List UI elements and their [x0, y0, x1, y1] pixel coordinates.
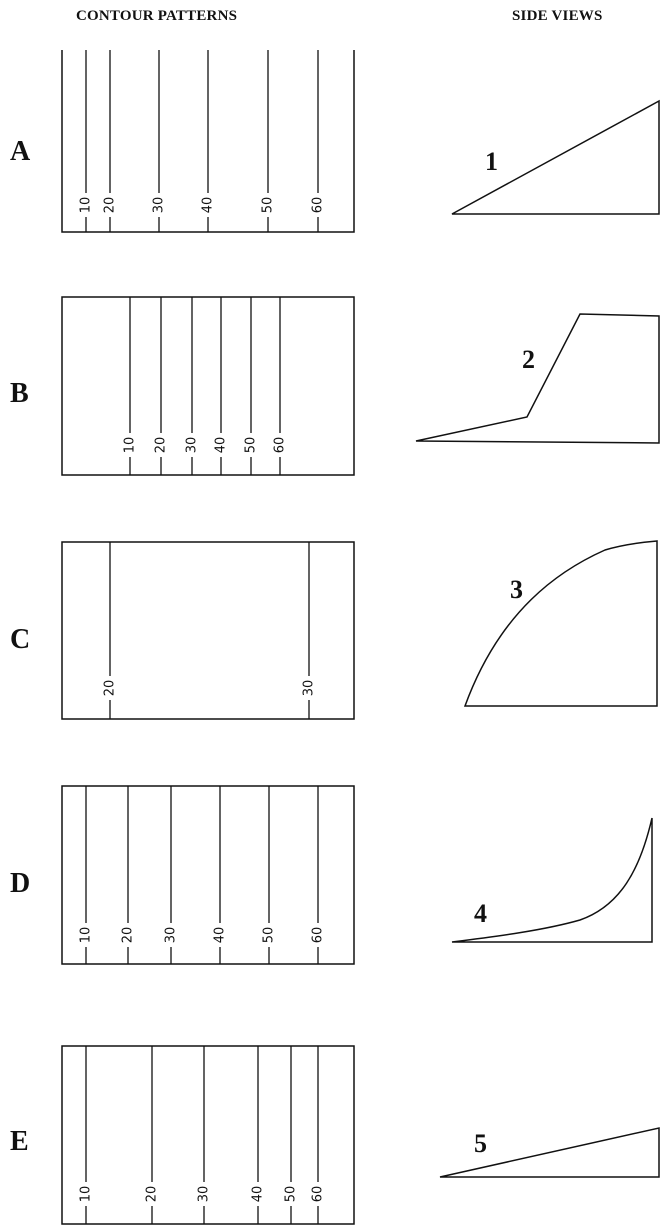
contour-patterns-heading: CONTOUR PATTERNS	[76, 8, 238, 24]
contour-label-bg	[213, 923, 227, 947]
side-view-label-2: 2	[522, 345, 535, 374]
contour-label: 10	[79, 197, 94, 214]
contour-label-bg	[145, 1182, 159, 1206]
contour-label-bg	[152, 193, 166, 217]
side-view-3: 3	[463, 540, 658, 707]
contour-label-bg	[251, 1182, 265, 1206]
contour-label: 10	[123, 437, 138, 454]
contour-label: 60	[311, 197, 326, 214]
contour-label-bg	[201, 193, 215, 217]
contour-label: 40	[251, 1186, 266, 1203]
row-letter-b: B	[10, 378, 29, 409]
row-letter-c: C	[10, 624, 30, 655]
contour-label-bg	[197, 1182, 211, 1206]
contour-label: 20	[103, 197, 118, 214]
contour-label: 60	[311, 927, 326, 944]
row-letter-a: A	[10, 136, 31, 167]
contour-label-bg	[185, 433, 199, 457]
contour-label: 20	[154, 437, 169, 454]
side-view-label-3: 3	[510, 575, 523, 604]
contour-label-bg	[311, 923, 325, 947]
side-view-4: 4	[451, 817, 653, 943]
contour-label-bg	[214, 433, 228, 457]
contour-label-bg	[311, 193, 325, 217]
contour-label-bg	[261, 193, 275, 217]
contour-label-bg	[123, 433, 137, 457]
contour-label: 50	[284, 1186, 299, 1203]
side-view-label-5: 5	[474, 1129, 487, 1158]
contour-label-bg	[79, 193, 93, 217]
row-letter-e: E	[10, 1126, 29, 1157]
contour-label-bg	[273, 433, 287, 457]
contour-label: 20	[145, 1186, 160, 1203]
contour-label-bg	[154, 433, 168, 457]
contour-box-d: 10 20 30 40 50 60	[61, 785, 355, 965]
side-view-2: 2	[415, 313, 660, 444]
contour-box-b: 10 20 30 40 50 60	[61, 296, 355, 476]
contour-label: 20	[103, 680, 118, 697]
contour-label: 30	[164, 927, 179, 944]
side-view-1: 1	[451, 99, 660, 215]
contour-label: 30	[152, 197, 167, 214]
contour-label: 30	[302, 680, 317, 697]
contour-label: 40	[213, 927, 228, 944]
contour-label: 10	[79, 927, 94, 944]
contour-label-bg	[103, 676, 117, 700]
contour-label-bg	[244, 433, 258, 457]
side-views-heading: SIDE VIEWS	[512, 8, 603, 24]
contour-label: 60	[273, 437, 288, 454]
contour-box-e: 10 20 30 40 50 60	[61, 1045, 355, 1225]
contour-label-bg	[103, 193, 117, 217]
contour-label-bg	[79, 923, 93, 947]
contour-label: 20	[121, 927, 136, 944]
contour-label-bg	[262, 923, 276, 947]
contour-label: 30	[197, 1186, 212, 1203]
contour-label: 50	[262, 927, 277, 944]
contour-label: 40	[214, 437, 229, 454]
contour-label-bg	[164, 923, 178, 947]
contour-label: 60	[311, 1186, 326, 1203]
row-letter-d: D	[10, 868, 30, 899]
side-view-label-4: 4	[474, 899, 487, 928]
side-view-label-1: 1	[485, 147, 498, 176]
contour-box-a: 10 20 30 40 50 60	[61, 50, 355, 233]
contour-label-bg	[79, 1182, 93, 1206]
contour-label: 10	[79, 1186, 94, 1203]
contour-label-bg	[121, 923, 135, 947]
contour-label-bg	[284, 1182, 298, 1206]
side-view-5: 5	[439, 1127, 660, 1178]
contour-label: 50	[261, 197, 276, 214]
contour-label-bg	[311, 1182, 325, 1206]
contour-label: 40	[201, 197, 216, 214]
contour-label: 30	[185, 437, 200, 454]
contour-label: 50	[244, 437, 259, 454]
contour-label-bg	[302, 676, 316, 700]
